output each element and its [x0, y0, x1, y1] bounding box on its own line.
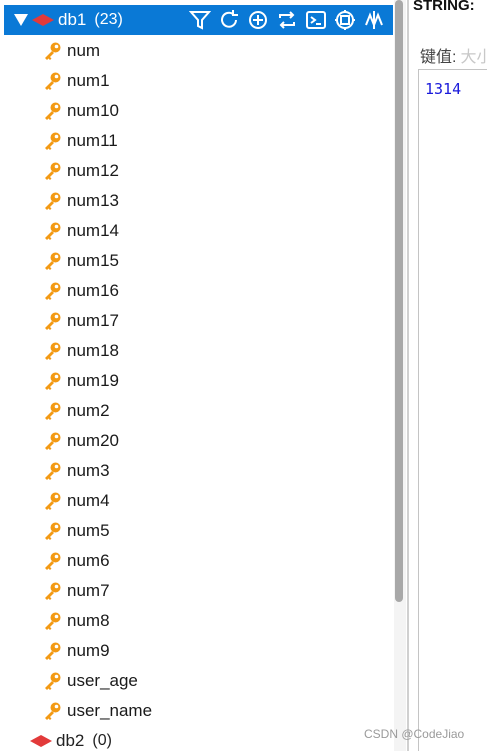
- key-label: num4: [67, 491, 110, 510]
- key-icon: [42, 250, 64, 272]
- key-item[interactable]: num12: [0, 156, 393, 186]
- key-icon: [42, 130, 64, 152]
- key-label: num18: [67, 341, 119, 360]
- key-label: num20: [67, 431, 119, 450]
- db1-name: db1: [58, 10, 87, 29]
- key-label: num10: [67, 101, 119, 120]
- key-icon: [42, 400, 64, 422]
- key-label: num11: [67, 131, 118, 150]
- value-text: 1314: [425, 80, 462, 98]
- key-item[interactable]: num1: [0, 66, 393, 96]
- db1-count: (23): [94, 11, 123, 28]
- key-item[interactable]: num5: [0, 516, 393, 546]
- key-item[interactable]: num9: [0, 636, 393, 666]
- filter-icon[interactable]: [187, 7, 213, 33]
- key-icon: [42, 310, 64, 332]
- key-item[interactable]: num17: [0, 306, 393, 336]
- value-label: 键值:大小: [420, 43, 487, 67]
- database-icon: [30, 735, 52, 747]
- key-item[interactable]: num4: [0, 486, 393, 516]
- add-icon[interactable]: [245, 7, 271, 33]
- key-icon: [42, 280, 64, 302]
- key-icon: [42, 160, 64, 182]
- key-label: num7: [67, 581, 110, 600]
- key-item[interactable]: num10: [0, 96, 393, 126]
- key-item[interactable]: num8: [0, 606, 393, 636]
- key-icon: [42, 100, 64, 122]
- key-icon: [42, 340, 64, 362]
- key-icon: [42, 430, 64, 452]
- key-icon: [42, 670, 64, 692]
- value-editor[interactable]: 1314: [418, 69, 487, 751]
- key-item[interactable]: num14: [0, 216, 393, 246]
- key-icon: [42, 640, 64, 662]
- value-panel: STRING: 键值:大小 1314: [409, 0, 487, 751]
- key-label: num12: [67, 161, 119, 180]
- key-label: num14: [67, 221, 119, 240]
- key-item[interactable]: num: [0, 36, 393, 66]
- sync-icon[interactable]: [274, 7, 300, 33]
- key-label: num5: [67, 521, 110, 540]
- key-label: num8: [67, 611, 110, 630]
- key-label: num2: [67, 401, 110, 420]
- key-label: num1: [67, 71, 110, 90]
- key-list: num num1 num10 num11 num12 num13 num14 num15 num…: [0, 36, 393, 726]
- key-icon: [42, 520, 64, 542]
- console-icon[interactable]: [303, 7, 329, 33]
- key-item[interactable]: num15: [0, 246, 393, 276]
- key-label: num16: [67, 281, 119, 300]
- key-label: num17: [67, 311, 119, 330]
- key-item[interactable]: num6: [0, 546, 393, 576]
- value-size-placeholder: 大小: [460, 49, 487, 66]
- db-toolbar: [187, 7, 387, 33]
- key-icon: [42, 550, 64, 572]
- key-label: num: [67, 41, 101, 60]
- key-icon: [42, 70, 64, 92]
- key-label: user_name: [67, 701, 153, 720]
- key-icon: [42, 700, 64, 722]
- key-label: num9: [67, 641, 110, 660]
- expand-triangle-icon[interactable]: [14, 14, 28, 26]
- panel-divider[interactable]: [407, 0, 409, 751]
- key-label: user_age: [67, 671, 138, 690]
- key-item[interactable]: num19: [0, 366, 393, 396]
- key-icon: [42, 460, 64, 482]
- key-icon: [42, 40, 64, 62]
- key-label: num6: [67, 551, 110, 570]
- key-item[interactable]: num18: [0, 336, 393, 366]
- db2-name: db2: [56, 731, 85, 750]
- key-item[interactable]: num20: [0, 426, 393, 456]
- key-label: num3: [67, 461, 110, 480]
- key-item[interactable]: num7: [0, 576, 393, 606]
- key-icon: [42, 190, 64, 212]
- key-icon: [42, 490, 64, 512]
- value-label-text: 键值:: [420, 49, 457, 66]
- key-label: num15: [67, 251, 119, 270]
- key-icon: [42, 370, 64, 392]
- scrollbar-thumb[interactable]: [395, 0, 403, 602]
- analysis-icon[interactable]: [361, 7, 387, 33]
- db1-node[interactable]: db1 (23): [4, 5, 393, 35]
- key-item[interactable]: num3: [0, 456, 393, 486]
- watermark: CSDN @CodeJiao: [364, 727, 465, 741]
- key-item[interactable]: num16: [0, 276, 393, 306]
- key-item[interactable]: num11: [0, 126, 393, 156]
- memory-icon[interactable]: [332, 7, 358, 33]
- key-item[interactable]: num2: [0, 396, 393, 426]
- key-label: num19: [67, 371, 119, 390]
- key-label: num13: [67, 191, 119, 210]
- refresh-icon[interactable]: [216, 7, 242, 33]
- db2-count: (0): [92, 732, 112, 749]
- key-type-label: STRING:: [413, 0, 475, 14]
- database-icon: [32, 14, 54, 26]
- key-item[interactable]: num13: [0, 186, 393, 216]
- key-icon: [42, 220, 64, 242]
- key-item[interactable]: user_name: [0, 696, 393, 726]
- key-icon: [42, 580, 64, 602]
- key-icon: [42, 610, 64, 632]
- db2-node[interactable]: db2 (0): [0, 726, 112, 756]
- key-item[interactable]: user_age: [0, 666, 393, 696]
